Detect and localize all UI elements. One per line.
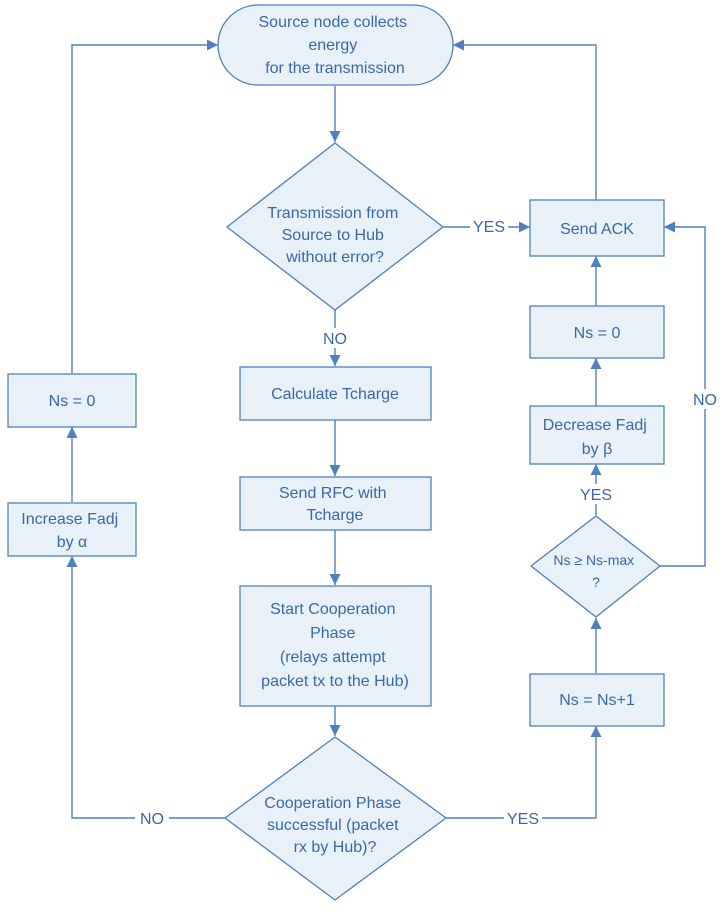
coop-start-line-1: Start Cooperation: [270, 601, 395, 618]
increase-line-2: by α: [57, 534, 88, 551]
decrease-process: [529, 405, 665, 465]
coop-start-line-2: Phase: [310, 625, 355, 642]
coop-check-decision: [223, 736, 448, 901]
no-coop-bg: [135, 808, 169, 828]
send-rfc-line-2: Tcharge: [307, 507, 364, 524]
tx-check-decision: [225, 142, 445, 311]
ns-zero-left-process: [7, 373, 137, 428]
yes-tx-bg: [470, 216, 508, 236]
send-rfc-text: Send RFC with Tcharge: [279, 485, 391, 524]
yes-ns-bg: [577, 484, 615, 504]
start-text: Source node collects energy for the tran…: [259, 14, 412, 77]
ns-check-text: Ns ≥ Ns-max ?: [553, 552, 638, 590]
coop-check-line-2: successful (packet: [267, 817, 399, 834]
calc-text: Calculate Tcharge: [271, 386, 399, 403]
coop-check-line-3: rx by Hub)?: [294, 839, 377, 856]
calc-process: [239, 366, 432, 421]
yes-coop-label: YES: [507, 811, 539, 828]
ns-inc-text: Ns = Ns+1: [559, 692, 635, 709]
ns-zero-right-process: [529, 305, 665, 359]
tx-check-text: Transmission from Source to Hub without …: [267, 205, 402, 266]
coop-check-line-1: Cooperation Phase: [264, 795, 401, 812]
send-ack-process: [529, 199, 665, 257]
tx-check-line-2: Source to Hub: [282, 227, 384, 244]
start-terminal: [217, 4, 454, 86]
arrow-coop-check-to-ns-inc: [446, 726, 602, 819]
no-tx-label: NO: [323, 331, 347, 348]
start-line-2: energy: [308, 37, 357, 54]
ns-inc-process: [529, 673, 665, 727]
shapes: [7, 4, 665, 901]
increase-process: [7, 502, 137, 557]
arrow-send-ack-to-start: [453, 39, 597, 200]
no-ns-bg: [688, 389, 722, 409]
increase-line-1: Increase Fadj: [21, 511, 118, 528]
yes-coop-bg: [504, 808, 542, 828]
coop-start-process: [239, 585, 432, 707]
start-line-1: Source node collects: [259, 14, 408, 31]
tx-check-line-1: Transmission from: [267, 205, 398, 222]
yes-tx-label: YES: [473, 219, 505, 236]
arrow-ns-zero-left-to-start: [71, 39, 218, 373]
ns-check-line-2: ?: [592, 574, 600, 590]
send-rfc-line-1: Send RFC with: [279, 485, 387, 502]
coop-start-line-3: (relays attempt: [280, 649, 386, 666]
ns-zero-right-text: Ns = 0: [574, 325, 621, 342]
decrease-text: Decrease Fadj by β: [543, 417, 652, 458]
no-ns-label: NO: [693, 392, 717, 409]
send-rfc-process: [239, 476, 432, 531]
increase-text: Increase Fadj by α: [21, 511, 122, 551]
ns-zero-left-text: Ns = 0: [49, 393, 96, 410]
no-coop-label: NO: [140, 811, 164, 828]
start-line-3: for the transmission: [265, 60, 405, 77]
coop-start-text: Start Cooperation Phase (relays attempt …: [261, 601, 409, 690]
no-tx-bg: [318, 328, 352, 348]
yes-ns-label: YES: [580, 487, 612, 504]
coop-start-line-4: packet tx to the Hub): [261, 673, 409, 690]
ns-check-line-1: Ns ≥ Ns-max: [553, 552, 634, 568]
arrow-coop-check-to-increase: [66, 556, 225, 819]
tx-check-line-3: without error?: [285, 249, 384, 266]
ns-check-decision: [529, 515, 662, 618]
edge-labels: YES NO NO YES YES NO: [135, 216, 722, 828]
send-ack-text: Send ACK: [560, 221, 634, 238]
coop-check-text: Cooperation Phase successful (packet rx …: [264, 795, 405, 856]
decrease-line-2: by β: [582, 441, 613, 458]
decrease-line-1: Decrease Fadj: [543, 417, 647, 434]
node-texts: Source node collects energy for the tran…: [21, 14, 652, 856]
